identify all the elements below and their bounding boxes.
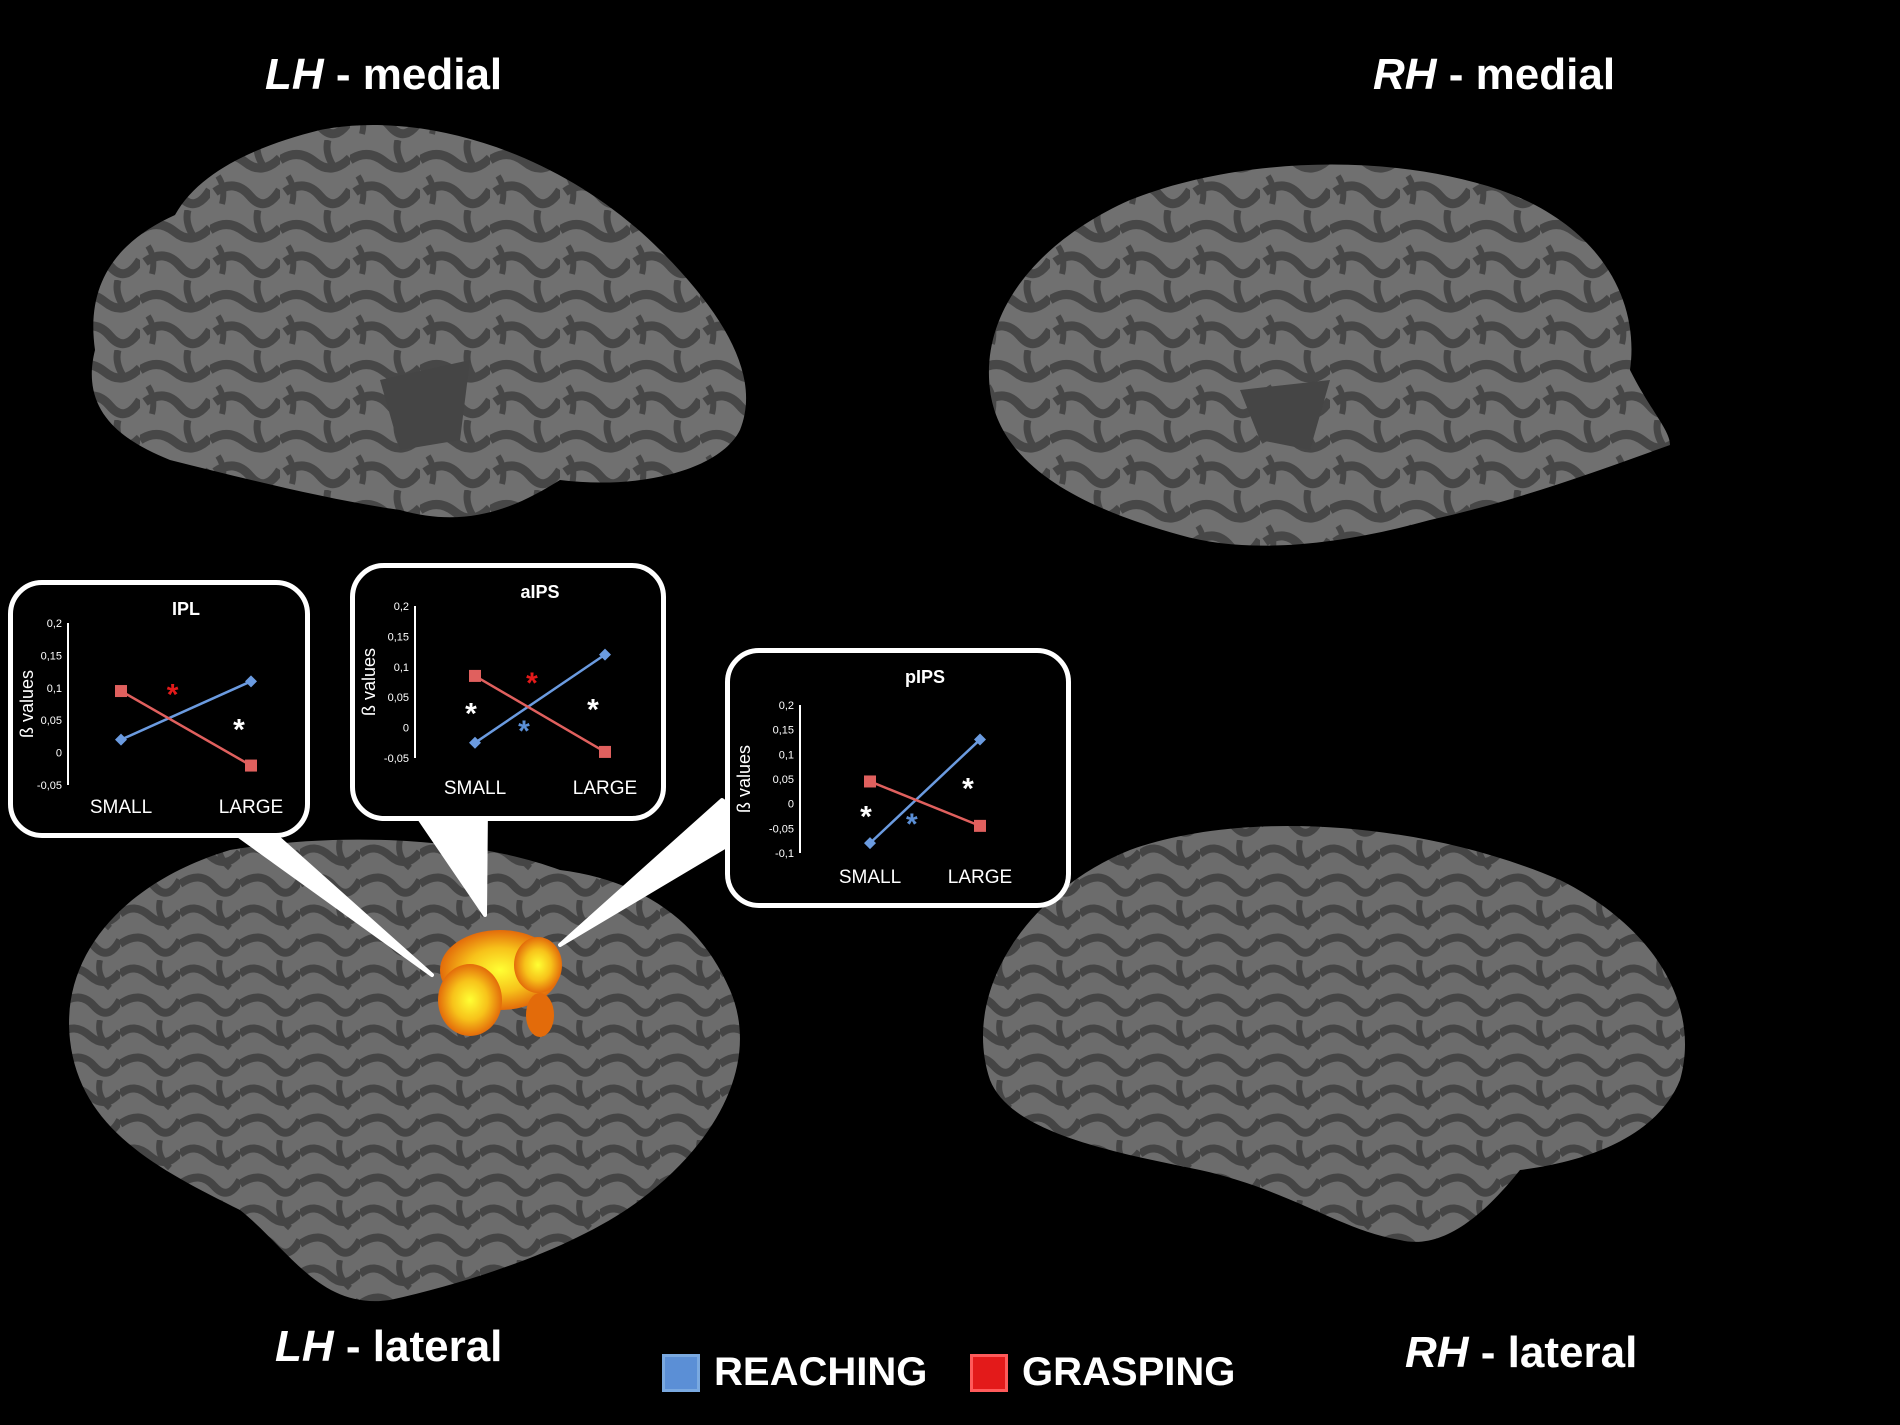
- y-tick-label: -0,05: [384, 753, 409, 765]
- chart-title: pIPS: [905, 667, 945, 687]
- y-tick-label: -0,1: [775, 848, 794, 860]
- category-label: SMALL: [90, 797, 152, 818]
- significance-star: *: [860, 800, 872, 833]
- y-tick-label: 0: [56, 748, 62, 760]
- rh-lateral-side: - lateral: [1480, 1328, 1638, 1377]
- y-axis-label: ß values: [734, 745, 754, 813]
- reaching-point: [115, 733, 127, 746]
- y-tick-label: 0,1: [779, 749, 794, 761]
- rh-medial-brain: [988, 164, 1670, 546]
- y-tick-label: 0,05: [773, 774, 794, 786]
- y-tick-label: 0,15: [773, 725, 794, 737]
- grasping-point: [599, 745, 611, 758]
- y-tick-label: 0,2: [47, 618, 62, 630]
- category-label: LARGE: [573, 778, 637, 799]
- significance-star: *: [465, 697, 477, 730]
- reaching-point: [974, 733, 986, 746]
- lh-lateral-label: LH - lateral: [275, 1322, 502, 1372]
- y-tick-label: 0: [403, 723, 409, 735]
- y-tick-label: -0,05: [769, 823, 794, 835]
- reaching-series-line: [474, 653, 606, 744]
- y-tick-label: 0,2: [779, 700, 794, 712]
- rh-medial-side: - medial: [1448, 50, 1616, 99]
- rh-lateral-brain: [982, 826, 1685, 1242]
- rh-medial-label: RH - medial: [1373, 50, 1615, 100]
- y-tick-label: 0,15: [41, 650, 62, 662]
- reaching-point: [245, 675, 257, 688]
- grasping-point: [974, 819, 986, 832]
- y-tick-label: -0,05: [37, 780, 62, 792]
- grasping-point: [115, 685, 127, 698]
- chart-title: aIPS: [520, 582, 559, 602]
- y-axis-label: ß values: [17, 670, 37, 738]
- pips-chart: pIPS ß values 0,2 0,15 0,1 0,05 0 -0,05 -0,1SMAL…: [734, 667, 1012, 888]
- lh-lateral-brain: [69, 839, 740, 1302]
- legend-reaching: REACHING: [662, 1350, 927, 1395]
- category-label: LARGE: [219, 797, 283, 818]
- lh-medial-hemi: LH: [265, 50, 324, 99]
- lh-lateral-side: - lateral: [345, 1322, 503, 1371]
- significance-star: *: [167, 678, 179, 711]
- y-tick-label: 0,15: [388, 631, 409, 643]
- reaching-point: [469, 736, 481, 749]
- y-tick-label: 0,05: [388, 692, 409, 704]
- reaching-swatch: [662, 1353, 700, 1392]
- significance-star: *: [526, 667, 538, 700]
- y-tick-label: 0,1: [47, 683, 62, 695]
- lh-lateral-hemi: LH: [275, 1322, 334, 1371]
- category-label: SMALL: [839, 867, 901, 888]
- lh-medial-brain: [91, 125, 747, 518]
- reaching-point: [864, 837, 876, 850]
- significance-star: *: [233, 713, 245, 746]
- y-tick-label: 0: [788, 799, 794, 811]
- rh-lateral-label: RH - lateral: [1405, 1328, 1637, 1378]
- y-tick-label: 0,05: [41, 715, 62, 727]
- chart-title: IPL: [172, 599, 200, 619]
- grasping-swatch: [970, 1353, 1008, 1392]
- y-tick-label: 0,2: [394, 601, 409, 613]
- lh-medial-label: LH - medial: [265, 50, 502, 100]
- grasping-point: [245, 759, 257, 772]
- reaching-series-line: [869, 738, 981, 845]
- grasping-series-line: [474, 674, 606, 753]
- grasping-series-line: [120, 689, 252, 767]
- significance-star: *: [962, 773, 974, 806]
- significance-star: *: [906, 808, 918, 841]
- reaching-label: REACHING: [714, 1350, 928, 1394]
- reaching-point: [599, 648, 611, 661]
- significance-star: *: [587, 693, 599, 726]
- grasping-label: GRASPING: [1022, 1350, 1236, 1394]
- y-tick-label: 0,1: [394, 662, 409, 674]
- category-label: LARGE: [948, 867, 1012, 888]
- grasping-point: [469, 669, 481, 682]
- grasping-point: [864, 775, 876, 788]
- category-label: SMALL: [444, 778, 506, 799]
- y-axis-label: ß values: [359, 648, 379, 716]
- legend-grasping: GRASPING: [970, 1350, 1235, 1395]
- significance-star: *: [518, 715, 530, 748]
- rh-lateral-hemi: RH: [1405, 1328, 1469, 1377]
- rh-medial-hemi: RH: [1373, 50, 1437, 99]
- activation-cluster: [438, 930, 562, 1037]
- lh-medial-side: - medial: [335, 50, 503, 99]
- reaching-series-line: [120, 680, 252, 741]
- grasping-series-line: [869, 780, 981, 828]
